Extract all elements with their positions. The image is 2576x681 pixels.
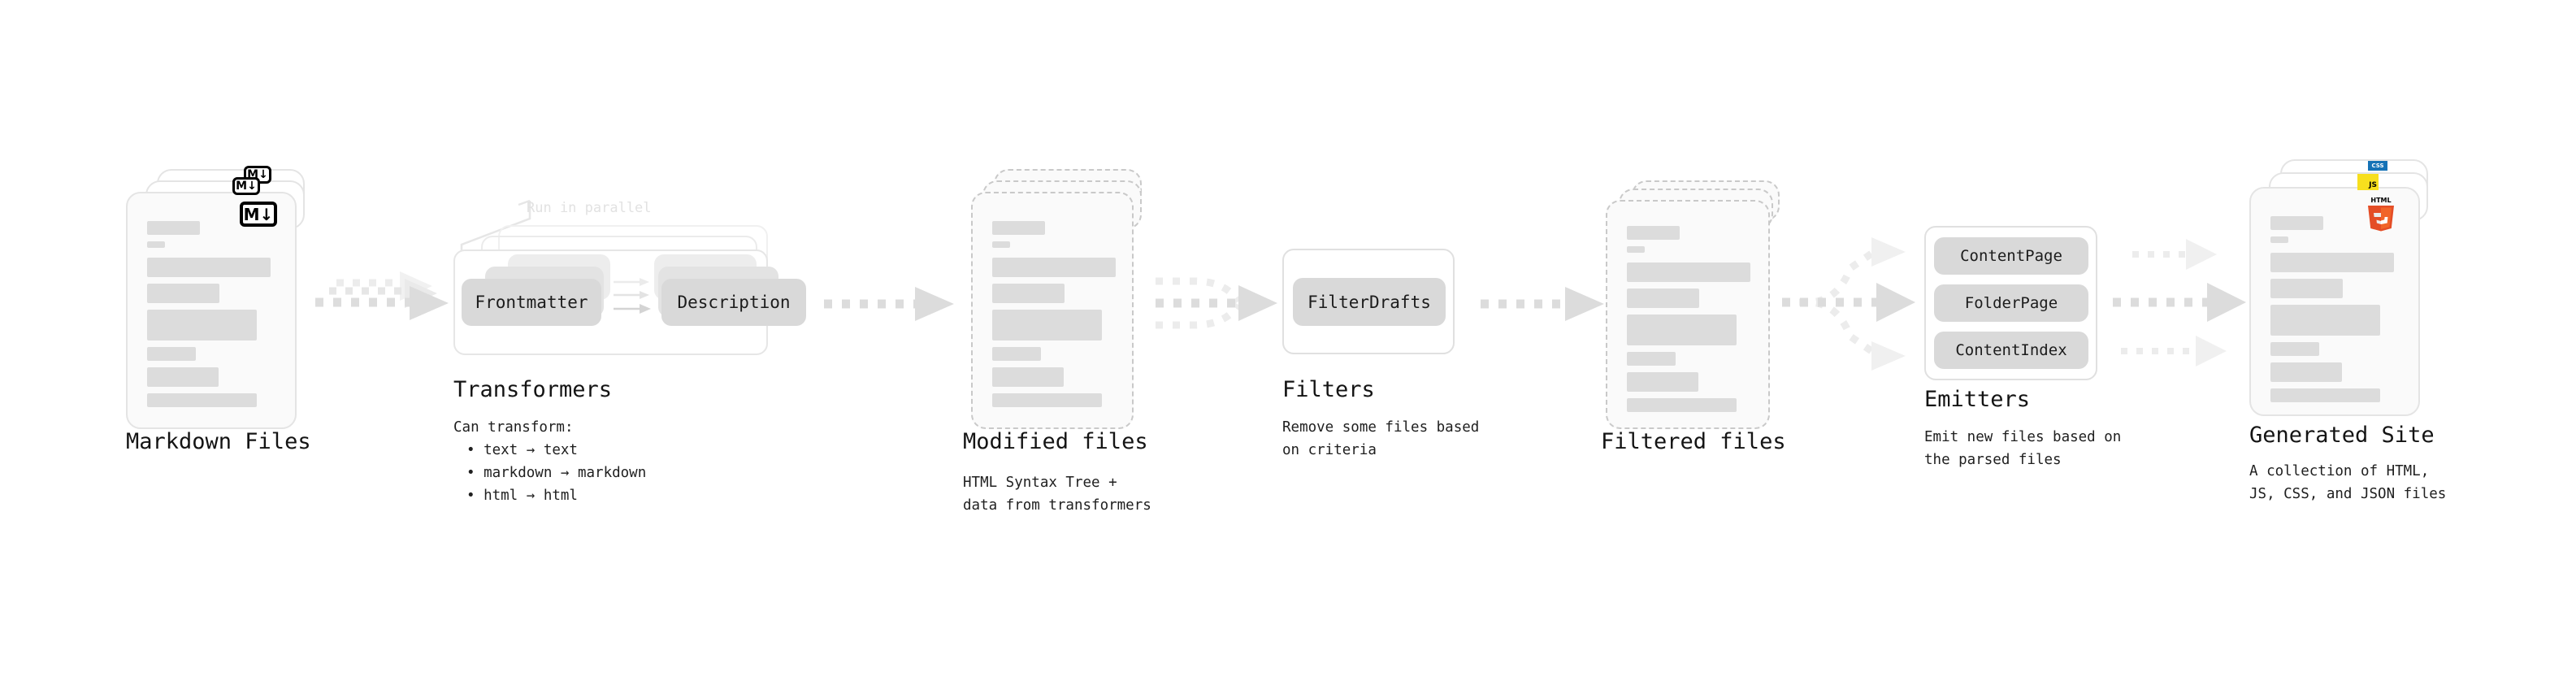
- arrow-filters-to-filtered: [1481, 287, 1604, 321]
- run-in-parallel-label: Run in parallel: [527, 200, 652, 216]
- card-skeleton-lines: [1607, 202, 1768, 427]
- css-icon: CSS: [2368, 161, 2387, 171]
- card-sheet-front: [2249, 187, 2420, 416]
- emitter-chip-contentpage[interactable]: ContentPage: [1934, 237, 2088, 275]
- filtered-files-card-stack: [1601, 169, 1788, 429]
- card-sheet-front: [971, 192, 1134, 429]
- transformer-inner-arrows: [614, 278, 651, 314]
- arrow-emitters-to-site: [2113, 239, 2246, 367]
- stage-title-modified-files: Modified files: [963, 429, 1148, 454]
- arrow-filtered-to-emitters: [1782, 237, 1915, 371]
- stage-title-emitters: Emitters: [1924, 387, 2031, 412]
- filter-chip-filterdrafts[interactable]: FilterDrafts: [1293, 278, 1446, 326]
- transformer-bullet-0: • text → text: [466, 442, 578, 458]
- stage-title-transformers: Transformers: [453, 377, 613, 402]
- stage-title-filters: Filters: [1282, 377, 1375, 402]
- stage-caption-emitters: Emit new files based on the parsed files: [1924, 429, 2122, 469]
- arrow-markdown-to-transformers: [315, 271, 449, 320]
- transformer-chip-frontmatter[interactable]: Frontmatter: [462, 279, 601, 326]
- html5-icon: HTML: [2368, 197, 2394, 232]
- emitter-chip-contentindex[interactable]: ContentIndex: [1934, 332, 2088, 369]
- svg-text:HTML: HTML: [2370, 197, 2391, 204]
- js-icon: JS: [2357, 174, 2379, 190]
- markdown-icon-middle: M↓: [232, 177, 260, 195]
- arrow-modified-to-filters: [1156, 277, 1277, 329]
- stage-caption-filters: Remove some files based on criteria: [1282, 419, 1480, 459]
- stage-caption-modified-files: HTML Syntax Tree + data from transformer…: [963, 475, 1151, 514]
- generated-site-card-stack: CSS JS HTML: [2249, 159, 2444, 427]
- stage-caption-generated-site: A collection of HTML, JS, CSS, and JSON …: [2249, 463, 2447, 503]
- stage-caption-transformers: Can transform:: [453, 419, 574, 436]
- arrow-transformers-to-modified: [824, 287, 954, 321]
- emitter-chip-folderpage[interactable]: FolderPage: [1934, 284, 2088, 322]
- modified-files-card-stack: [963, 169, 1150, 429]
- markdown-icon: M↓: [240, 202, 277, 227]
- card-sheet-front: [1606, 200, 1770, 429]
- card-sheet-front: [126, 192, 297, 429]
- card-skeleton-lines: [973, 193, 1132, 427]
- transformer-chip-description[interactable]: Description: [661, 279, 806, 326]
- card-skeleton-lines: [128, 193, 295, 427]
- transformer-bullet-1: • markdown → markdown: [466, 465, 647, 481]
- transformer-bullet-2: • html → html: [466, 488, 578, 504]
- card-skeleton-lines: [2251, 189, 2418, 414]
- markdown-files-card-stack: M↓ M↓ M↓: [126, 166, 313, 429]
- stage-title-markdown-files: Markdown Files: [126, 429, 311, 454]
- stage-title-filtered-files: Filtered files: [1601, 429, 1786, 454]
- stage-title-generated-site: Generated Site: [2249, 423, 2435, 448]
